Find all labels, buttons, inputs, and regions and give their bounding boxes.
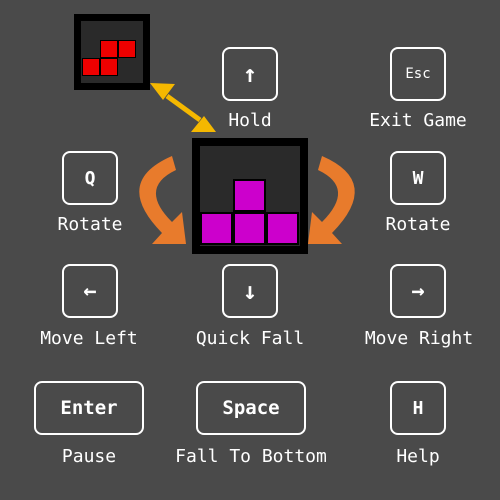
move-left-label: Move Left — [40, 328, 138, 349]
q-key-label: Q — [84, 167, 96, 189]
enter-key-label: Enter — [60, 397, 118, 419]
exit-game-label: Exit Game — [369, 110, 467, 131]
quick-fall-label: Quick Fall — [195, 328, 305, 349]
hold-piece-block — [100, 58, 118, 76]
h-key-label: H — [412, 397, 424, 419]
rotate-right-key[interactable]: W — [390, 151, 446, 205]
help-key[interactable]: H — [390, 381, 446, 435]
esc-key-label: Esc — [405, 66, 431, 82]
hold-piece-block — [118, 40, 136, 58]
up-arrow-icon: ↑ — [242, 60, 258, 88]
curved-arrow-right-icon — [308, 156, 355, 244]
hold-piece-preview — [74, 14, 150, 90]
current-piece-block — [200, 212, 233, 245]
exit-key[interactable]: Esc — [390, 47, 446, 101]
rotate-left-label: Rotate — [57, 214, 123, 235]
left-arrow-icon: ← — [83, 278, 97, 304]
w-key-label: W — [412, 167, 424, 189]
current-piece-preview — [192, 138, 308, 254]
pause-key[interactable]: Enter — [34, 381, 144, 435]
help-label: Help — [396, 446, 440, 467]
curved-arrow-left-icon — [139, 156, 186, 244]
current-piece-block — [266, 212, 299, 245]
hold-key[interactable]: ↑ — [222, 47, 278, 101]
move-right-key[interactable]: → — [390, 264, 446, 318]
hold-label: Hold — [228, 110, 272, 131]
pause-label: Pause — [61, 446, 117, 467]
move-right-label: Move Right — [364, 328, 474, 349]
down-arrow-icon: ↓ — [242, 277, 258, 305]
hold-piece-block — [100, 40, 118, 58]
rotate-left-key[interactable]: Q — [62, 151, 118, 205]
fall-to-bottom-label: Fall To Bottom — [175, 446, 327, 467]
move-left-key[interactable]: ← — [62, 264, 118, 318]
current-piece-block — [233, 212, 266, 245]
rotate-right-label: Rotate — [385, 214, 451, 235]
right-arrow-icon: → — [411, 278, 425, 304]
hold-piece-block — [82, 58, 100, 76]
current-piece-block — [233, 179, 266, 212]
quick-fall-key[interactable]: ↓ — [222, 264, 278, 318]
fall-to-bottom-key[interactable]: Space — [196, 381, 306, 435]
space-key-label: Space — [222, 397, 280, 419]
